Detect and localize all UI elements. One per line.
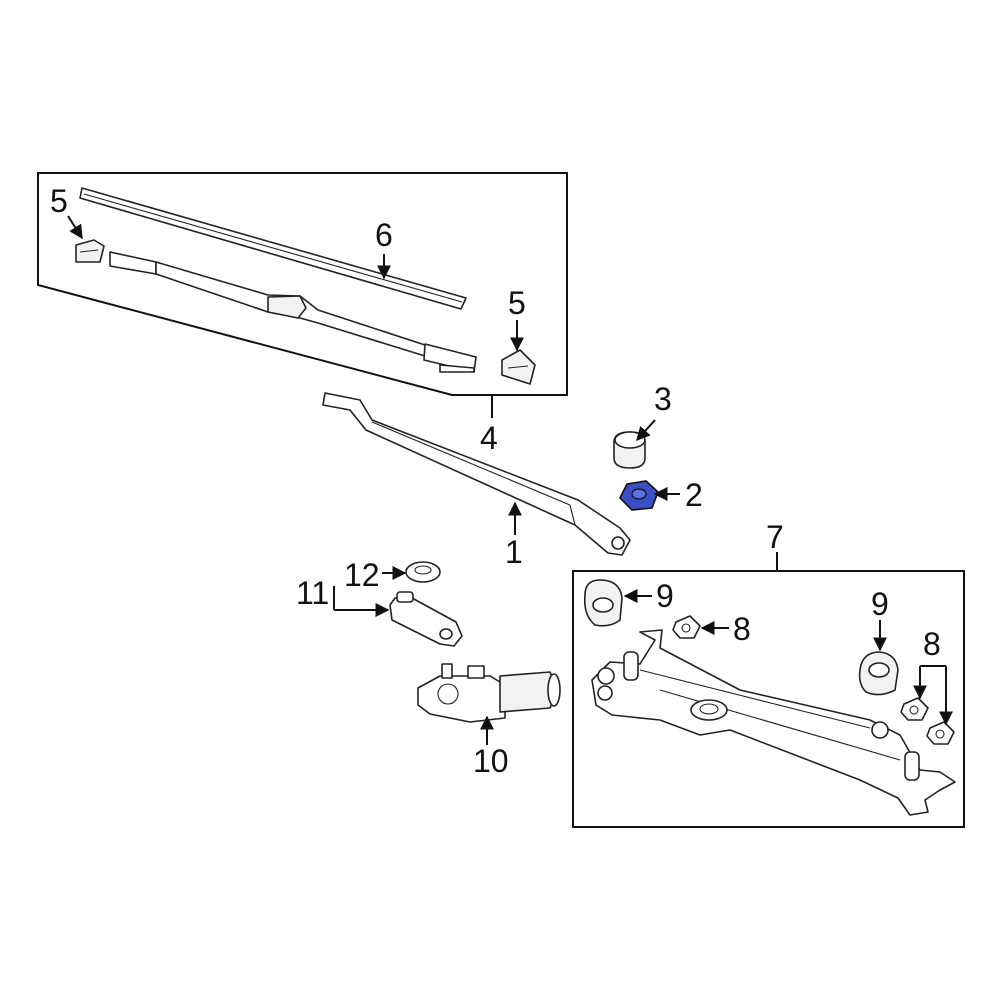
callout-8-b: 8 (923, 626, 941, 662)
blade-clip-right-part[interactable] (501, 349, 536, 385)
bushing-c-part[interactable] (926, 721, 955, 745)
blade-refill-part[interactable] (79, 187, 467, 310)
wiper-blade-part[interactable] (109, 251, 477, 373)
nut-part[interactable] (619, 480, 659, 511)
grommet-a-part[interactable] (583, 579, 623, 627)
callout-4: 4 (480, 420, 498, 456)
leader-lines (67, 215, 953, 745)
callout-3: 3 (654, 381, 672, 417)
grommet-b-part[interactable] (858, 651, 899, 696)
wiper-motor-part[interactable] (417, 663, 561, 723)
callout-10: 10 (473, 743, 509, 779)
blade-assembly-box (37, 172, 568, 418)
linkage-frame-part[interactable] (591, 629, 956, 816)
callout-5-right: 5 (508, 285, 526, 321)
crank-arm-part[interactable] (389, 591, 463, 647)
callout-2: 2 (685, 477, 703, 513)
blade-clip-left-part[interactable] (75, 239, 105, 263)
callout-9-a: 9 (656, 578, 674, 614)
callout-11: 11 (296, 575, 329, 611)
wiper-arm-part[interactable] (322, 392, 631, 556)
callout-5-left: 5 (50, 183, 68, 219)
bushing-a-part[interactable] (672, 615, 701, 639)
callout-7: 7 (766, 519, 784, 555)
linkage-box (572, 552, 965, 828)
callout-12: 12 (344, 557, 380, 593)
callout-6: 6 (375, 217, 393, 253)
callout-9-b: 9 (871, 586, 889, 622)
bushing-b-part[interactable] (900, 697, 929, 721)
callout-8-a: 8 (733, 611, 751, 647)
seal-part[interactable] (405, 561, 441, 583)
callout-1: 1 (505, 534, 523, 570)
